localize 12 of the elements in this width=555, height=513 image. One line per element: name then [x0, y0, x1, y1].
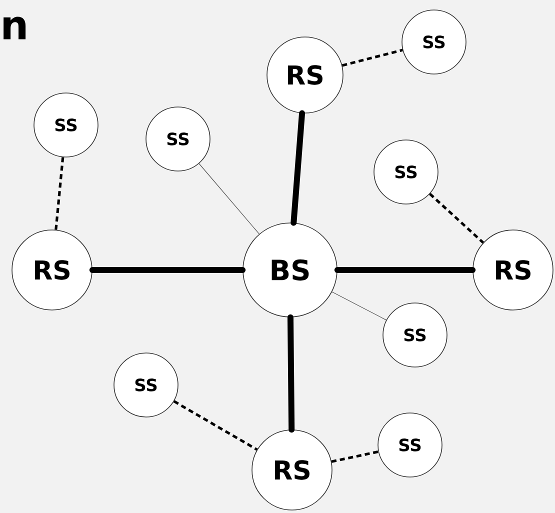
link-line	[342, 48, 403, 67]
link-line	[429, 192, 484, 244]
cut-off-letter: n	[4, 16, 26, 40]
link-line	[198, 163, 260, 234]
link-line	[89, 267, 246, 273]
link-line	[173, 400, 258, 451]
link-line	[54, 157, 64, 230]
link-line	[334, 267, 476, 273]
link-line	[332, 292, 387, 320]
link-line	[287, 314, 295, 433]
link-line	[331, 450, 379, 463]
link-line	[290, 110, 306, 226]
